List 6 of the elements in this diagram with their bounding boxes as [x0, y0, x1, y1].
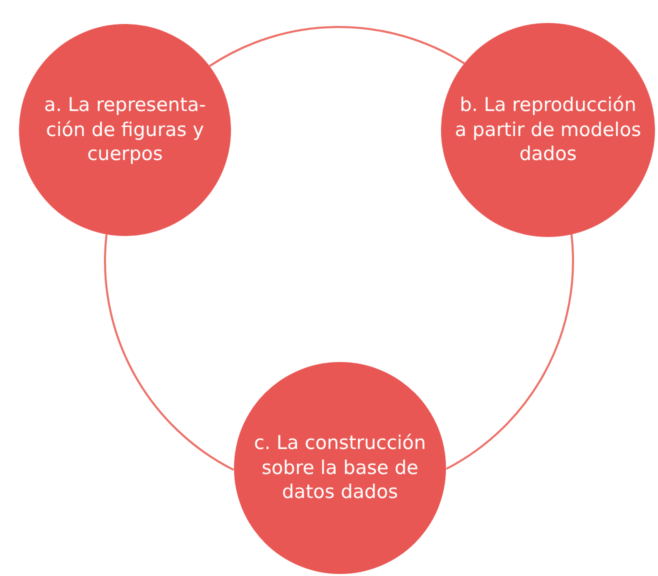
ring-arc	[446, 234, 574, 470]
topic-text: c. La construcción sobre la base de datos dados	[253, 430, 427, 506]
topic-text: b. La reproducción a partir de modelos dados	[454, 92, 642, 168]
ring-arc	[209, 26, 465, 67]
topic-text: a. La representa- ción de figuras y cuerpos	[43, 92, 207, 168]
ring-arc	[104, 234, 234, 471]
